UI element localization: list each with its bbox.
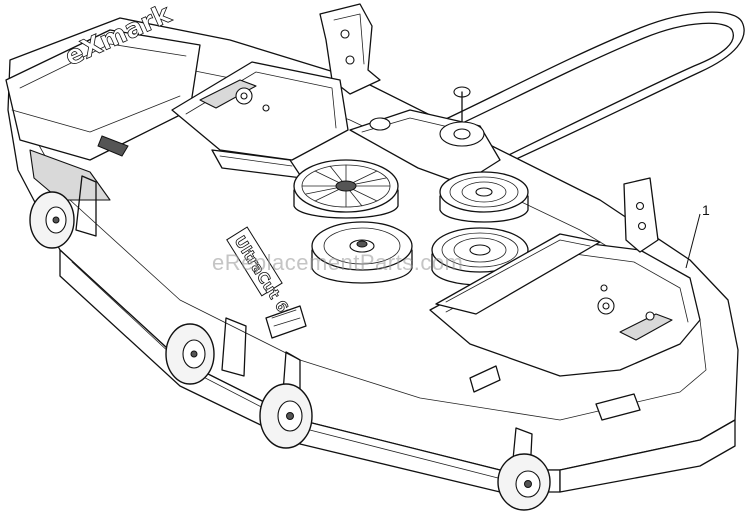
right-pulley-rear <box>439 171 529 223</box>
wheel-front-left <box>259 351 313 449</box>
left-pulley-front <box>311 221 413 284</box>
wheel-left-mid <box>165 317 247 385</box>
wheel-front-right <box>497 427 551 511</box>
warning-decals <box>97 135 641 421</box>
right-belt-cover <box>429 233 701 377</box>
callout-label-1: 1 <box>702 202 710 218</box>
right-pulley-front <box>431 227 529 286</box>
left-belt-cover <box>171 61 349 179</box>
idler-arm <box>349 86 501 185</box>
rear-bracket <box>319 3 381 95</box>
watermark-text: eReplacementParts.com <box>212 250 464 275</box>
drive-belt <box>399 11 745 181</box>
callout-leader-line <box>685 213 701 269</box>
right-bracket <box>623 177 659 253</box>
wheel-left-rear <box>29 175 97 249</box>
center-pulley-rear <box>293 159 399 219</box>
